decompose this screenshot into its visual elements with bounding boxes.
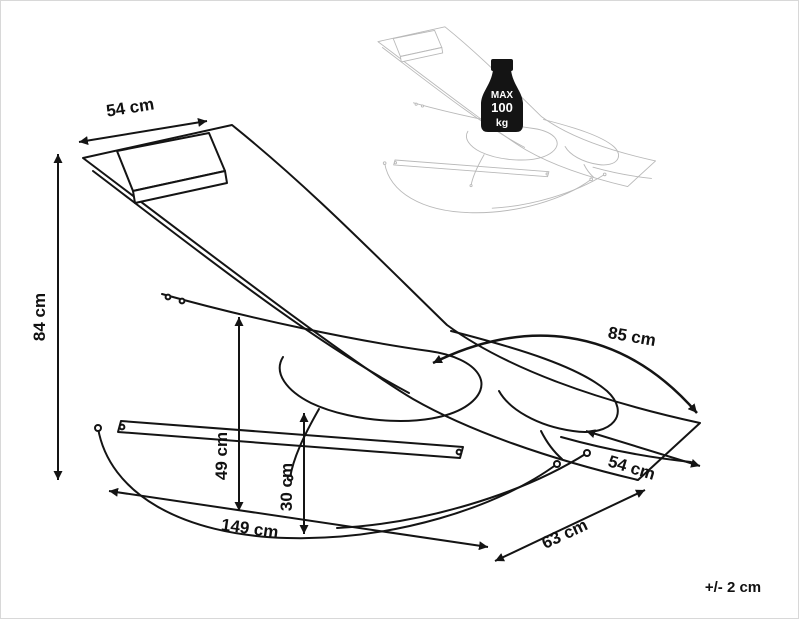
- max-load-line3: kg: [496, 117, 508, 129]
- dimension-base-depth: 63 cm: [494, 489, 646, 562]
- dimension-arrow-seat-length: [432, 334, 698, 414]
- dimension-label-base-clearance: 30 cm: [277, 463, 296, 511]
- dimension-label-total-height: 84 cm: [30, 293, 49, 341]
- max-load-line2: 100: [491, 100, 513, 115]
- dimension-label-base-depth: 63 cm: [539, 515, 591, 553]
- dimension-arrow-headrest-width: [78, 118, 208, 145]
- dimension-label-seat-length: 85 cm: [607, 323, 658, 350]
- dimension-arrow-total-length: [108, 487, 489, 551]
- max-load-line1: MAX: [491, 90, 514, 101]
- tolerance-note: +/- 2 cm: [705, 579, 761, 596]
- max-load-icon-cap: [491, 59, 513, 71]
- dimension-label-headrest-width: 54 cm: [105, 94, 156, 120]
- dimension-label-total-length: 149 cm: [220, 515, 280, 542]
- dimension-armrest-height: 49 cm: [212, 317, 244, 511]
- dimension-arrow-foot-width: [585, 429, 701, 468]
- dimension-label-armrest-height: 49 cm: [212, 432, 231, 480]
- dimension-arrow-base-depth: [494, 489, 646, 562]
- max-load-icon: MAX 100 kg: [481, 59, 523, 132]
- dimension-total-height: 84 cm: [30, 154, 63, 480]
- max-load-icon-body: [481, 70, 523, 132]
